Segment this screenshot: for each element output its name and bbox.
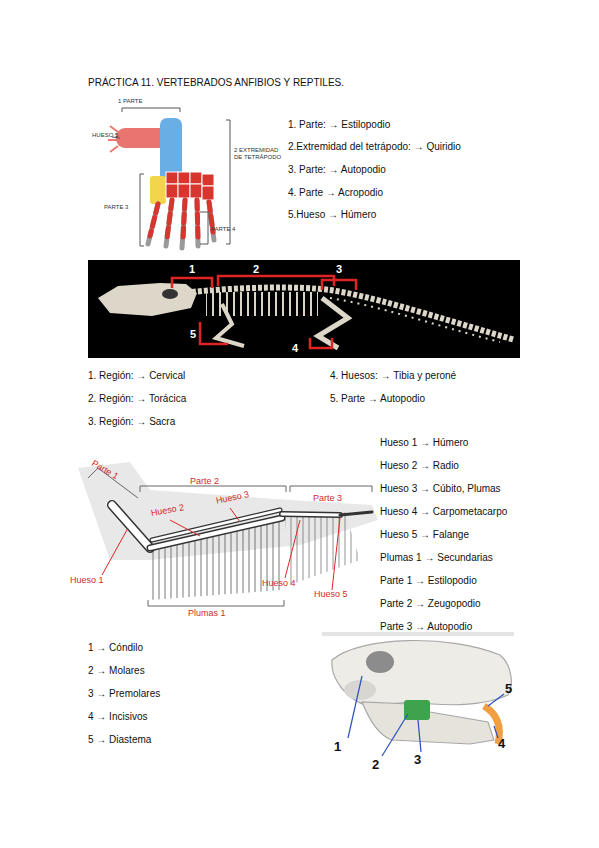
text-label: Plumas 1 — [188, 608, 226, 618]
text-label: Parte 2 — [190, 476, 219, 486]
skull-figure — [322, 632, 514, 756]
text-label: 2 → Molares — [88, 665, 145, 677]
text-label: Hueso 3 → Cúbito, Plumas — [380, 483, 501, 495]
text-label: HUESO 5 — [92, 132, 118, 139]
text-label: Parte 3 → Autopodio — [380, 621, 472, 633]
text-label: 4 — [292, 342, 298, 355]
text-label: 2.Extremidad del tetrápodo: → Quiridio — [288, 141, 461, 153]
text-label: 1. Región: → Cervical — [88, 370, 185, 382]
text-label: Hueso 4 → Carpometacarpo — [380, 506, 507, 518]
text-label: 3 — [336, 263, 342, 276]
text-label: Hueso 1 — [70, 575, 104, 585]
text-label: 4. Parte → Acropodio — [288, 187, 383, 199]
text-label: Hueso 5 — [314, 589, 348, 599]
text-label: 1 PARTE — [118, 98, 142, 105]
text-label: 1. Parte: → Estilopodio — [288, 119, 390, 131]
text-label: 1 → Cóndilo — [88, 642, 143, 654]
text-label: 1 — [189, 263, 195, 276]
text-label: 1 — [334, 740, 341, 755]
text-label: Parte 1 → Estilopodio — [380, 575, 477, 587]
text-label: Hueso 5 → Falange — [380, 529, 469, 541]
text-label: 5. Parte → Autopodio — [330, 393, 425, 405]
text-label: 5 → Diastema — [88, 734, 151, 746]
crocodile-figure — [88, 260, 520, 358]
text-label: 3 → Premolares — [88, 688, 160, 700]
text-label: 5 — [190, 328, 196, 341]
text-label: PARTE 4 — [211, 226, 235, 233]
text-label: 3. Región: → Sacra — [88, 416, 175, 428]
text-label: 4 → Incisivos — [88, 711, 147, 723]
text-label: Parte 3 — [313, 493, 342, 503]
text-label: 4. Huesos: → Tibia y peroné — [330, 370, 456, 382]
text-label: 2 — [372, 758, 379, 773]
text-label: Plumas 1 → Secundarias — [380, 552, 493, 564]
text-label: 5.Hueso → Húmero — [288, 209, 376, 221]
text-label: Hueso 4 — [262, 578, 296, 588]
text-label: Hueso 2 → Radio — [380, 460, 459, 472]
text-label: Parte 2 → Zeugopodio — [380, 598, 481, 610]
text-label: PRÁCTICA 11. VERTEBRADOS ANFIBIOS Y REPT… — [88, 77, 344, 89]
text-label: 5 — [505, 682, 512, 697]
text-label: 3 — [414, 753, 421, 768]
text-label: 2 EXTREMIDAD DE TETRÁPODO — [234, 147, 284, 161]
text-label: 2 — [253, 263, 259, 276]
text-label: 4 — [498, 737, 505, 752]
text-label: PARTE 3 — [104, 204, 128, 211]
text-label: Hueso 1 → Húmero — [380, 437, 468, 449]
text-label: 3. Parte: → Autopodio — [288, 164, 386, 176]
wing-figure — [78, 462, 378, 606]
text-label: 2. Región: → Torácica — [88, 393, 186, 405]
